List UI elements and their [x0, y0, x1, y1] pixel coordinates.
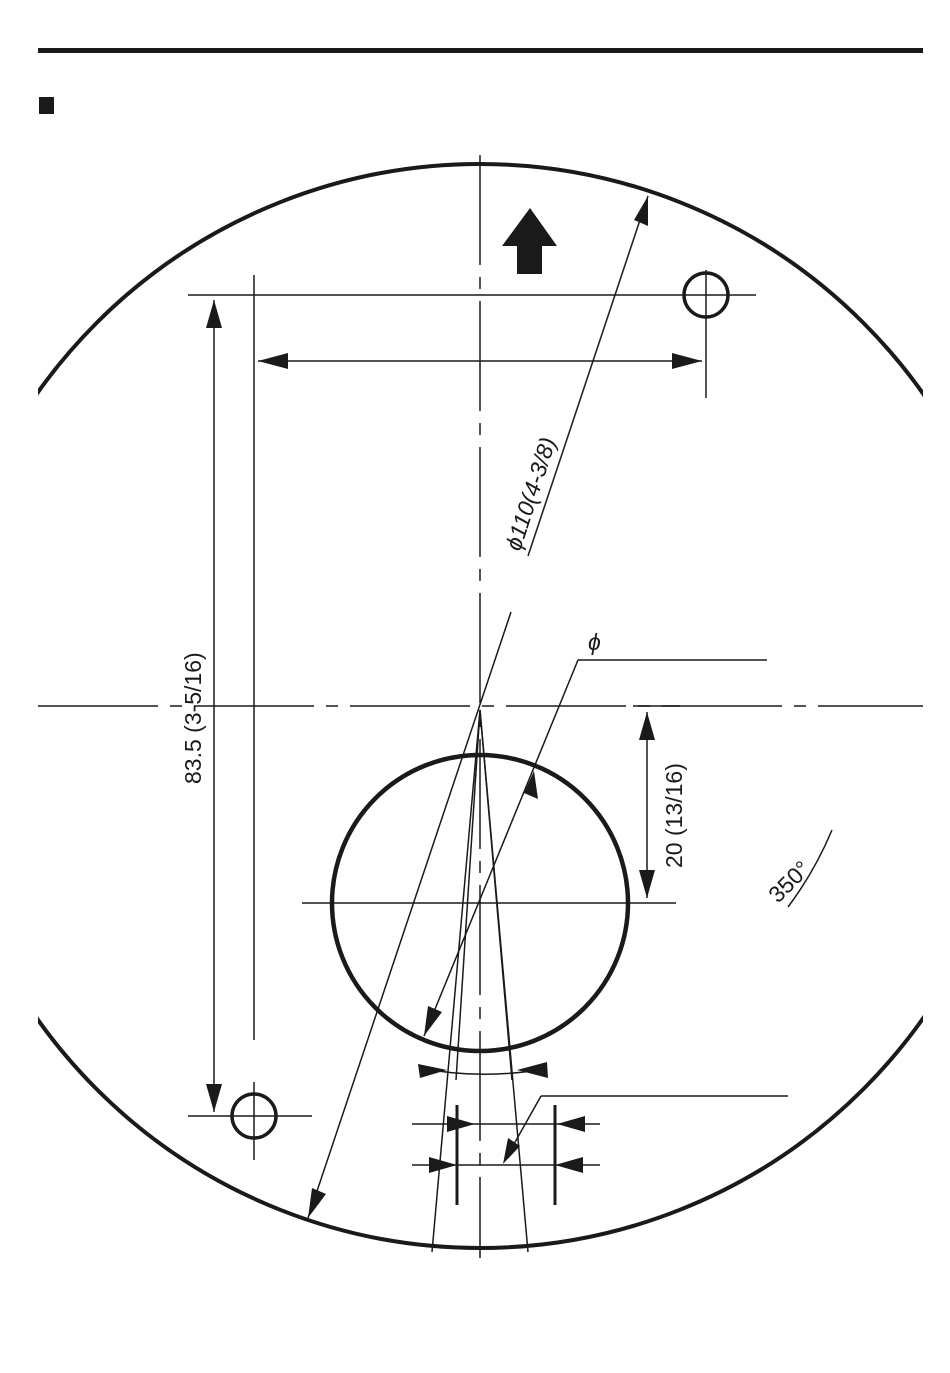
- arrow-up-icon: [502, 208, 557, 274]
- hole-diameter-label: ϕ: [588, 629, 601, 655]
- vertical-distance-label: 83.5 (3-5/16): [180, 652, 206, 784]
- offset-label: 20 (13/16): [661, 763, 687, 868]
- outer-diameter-leader: [528, 196, 648, 556]
- outer-diameter-label: ϕ110(4-3/8): [500, 434, 561, 554]
- rotation-label: 350°: [763, 856, 815, 908]
